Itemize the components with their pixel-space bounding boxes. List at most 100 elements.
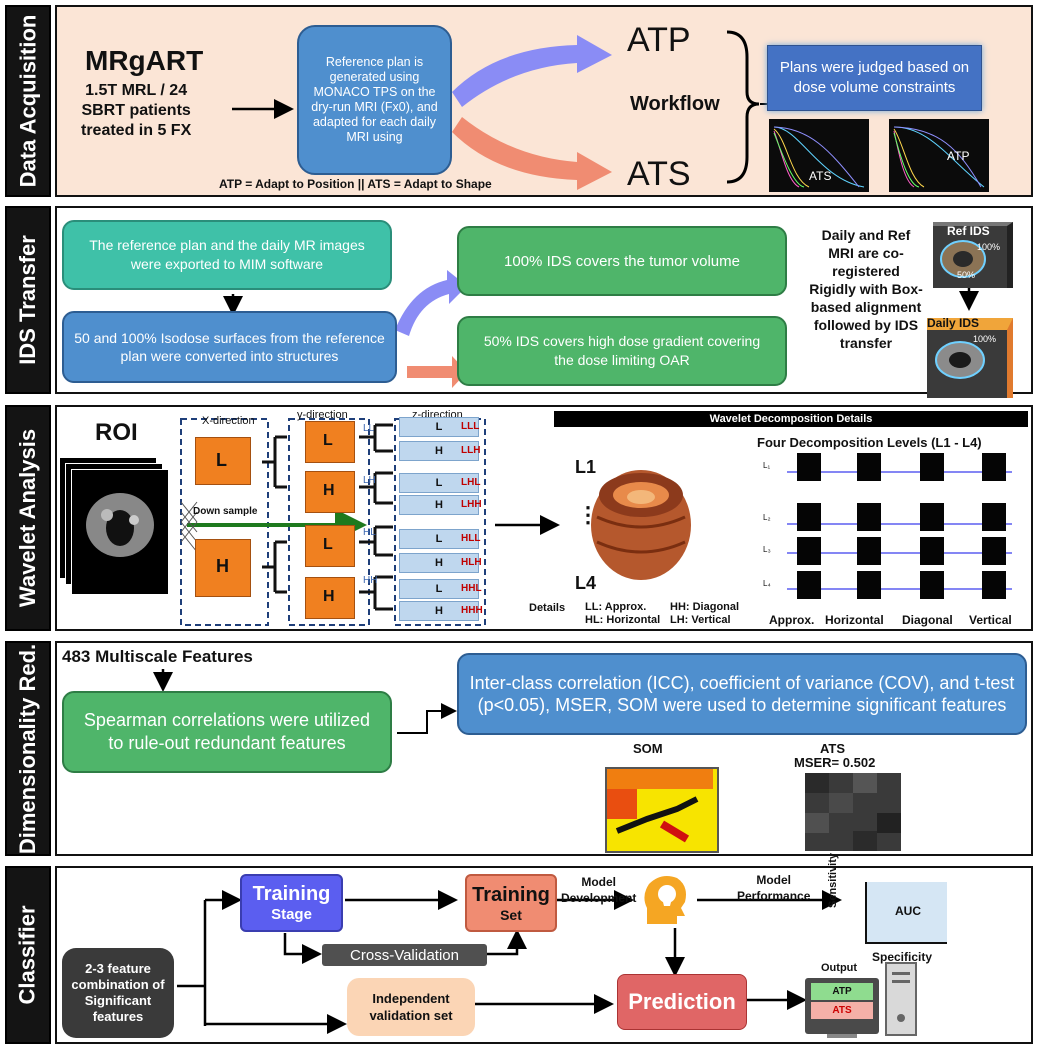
details-label: Details — [529, 602, 566, 614]
mser-value: MSER= 0.502 — [794, 755, 876, 770]
detail-lh: LH: Vertical — [670, 614, 731, 626]
down-sample-label: Down sample — [193, 506, 258, 517]
model-performance-label: Model Performance — [737, 873, 811, 903]
cube-y-HH: H — [305, 577, 355, 619]
daily-100-label: 100% — [973, 334, 997, 344]
pc-tower-icon — [885, 962, 917, 1036]
prediction-box: Prediction — [617, 974, 747, 1030]
cube-y-HL: L — [305, 525, 355, 567]
decomposition-grid: L₁ L₂ L₃ L₄ — [757, 453, 1027, 611]
output-ats: ATS — [811, 1002, 873, 1019]
ats-mser-label: ATS — [820, 741, 846, 756]
dvh-plot-ats: ATS — [769, 119, 869, 192]
panel-ids-transfer: The reference plan and the daily MR imag… — [55, 206, 1033, 398]
x-direction-label: X-direction — [202, 415, 255, 427]
detail-ll: LL: Approx. — [585, 601, 647, 613]
output-atp: ATP — [811, 983, 873, 1000]
cover-50-box: 50% IDS covers high dose gradient coveri… — [457, 316, 787, 386]
panel-data-acquisition: MRgART 1.5T MRL / 24 SBRT patients treat… — [55, 5, 1033, 197]
y-direction-label: y-direction — [297, 409, 348, 421]
tumor-3d-render — [591, 470, 691, 580]
panel-classifier: 2-3 feature combination of Significant f… — [55, 853, 1033, 1044]
spearman-box: Spearman correlations were utilized to r… — [62, 691, 392, 773]
roi-image-stack — [59, 457, 171, 595]
independent-validation-box: Independent validation set — [347, 978, 475, 1036]
section-label: Data Acquisition — [15, 14, 41, 188]
bar-HHL: L — [399, 579, 479, 599]
feature-combo-box: 2-3 feature combination of Significant f… — [62, 948, 174, 1038]
band-HL: HL — [363, 527, 376, 538]
roc-plot: AUC — [857, 882, 947, 946]
output-label: Output — [821, 962, 858, 974]
dvh-label-atp: ATP — [947, 149, 970, 163]
band-HH: HH — [363, 575, 378, 586]
workflow-label: Workflow — [630, 93, 720, 115]
som-map — [605, 767, 719, 853]
grid-label-approx: Approx. — [769, 613, 815, 627]
ref-ids-cube: Ref IDS 100% 50% — [933, 222, 1013, 288]
atp-label: ATP — [627, 21, 691, 59]
classifier-arrows — [177, 890, 842, 1034]
bar-HHH: H — [399, 601, 479, 621]
band-label-LHL: LHL — [461, 477, 481, 488]
daily-ids-label: Daily IDS — [927, 316, 980, 330]
sidebar-data-acquisition: Data Acquisition — [5, 5, 51, 197]
monitor-stand — [827, 1034, 857, 1038]
band-label-HHL: HHL — [461, 583, 482, 594]
bar-LLH: H — [399, 441, 479, 461]
wavelet-header: Wavelet Decomposition Details — [554, 411, 1028, 427]
acq-legend: ATP = Adapt to Position || ATS = Adapt t… — [219, 177, 492, 191]
daily-ids-cube: 100% — [927, 318, 1013, 398]
sidebar-classifier: Classifier — [5, 866, 51, 1044]
bar-LHL: L — [399, 473, 479, 493]
mser-map — [805, 773, 901, 851]
cube-x-H: H — [195, 539, 251, 597]
band-LH: LH — [363, 475, 376, 486]
mrgart-subtitle: 1.5T MRL / 24 SBRT patients treated in 5… — [81, 82, 192, 139]
band-LL: LL — [363, 423, 375, 434]
cube-y-LL: L — [305, 421, 355, 463]
bar-LLL: L — [399, 417, 479, 437]
sidebar-ids-transfer: IDS Transfer — [5, 206, 51, 394]
specificity-label: Specificity — [872, 950, 933, 964]
coregister-text: Daily and Ref MRI are co-registered Rigi… — [809, 227, 923, 351]
cross-validation-box: Cross-Validation — [322, 944, 487, 966]
band-label-HLL: HLL — [461, 533, 481, 544]
bar-HLL: L — [399, 529, 479, 549]
section-label: Wavelet Analysis — [15, 428, 40, 608]
reference-plan-box: Reference plan is generated using MONACO… — [297, 25, 452, 175]
features-label: 483 Multiscale Features — [62, 647, 253, 666]
band-label-LHH: LHH — [461, 499, 482, 510]
model-development-label: Model Development — [561, 875, 637, 905]
mrgart-title: MRgART — [85, 45, 204, 76]
grid-label-horizontal: Horizontal — [825, 613, 884, 627]
sidebar-dimensionality: Dimensionality Red. — [5, 641, 51, 856]
som-label: SOM — [633, 741, 663, 756]
convert-box: 50 and 100% Isodose surfaces from the re… — [62, 311, 397, 383]
level-dots: ⋮ — [577, 502, 599, 527]
sidebar-wavelet-analysis: Wavelet Analysis — [5, 405, 51, 631]
panel-dimensionality: 483 Multiscale Features Spearman correla… — [55, 641, 1033, 856]
wavelet-structure — [180, 418, 1012, 626]
panel-wavelet: ROI — [55, 405, 1033, 631]
ref-ids-label: Ref IDS — [947, 224, 990, 238]
detail-hl: HL: Horizontal — [585, 614, 661, 626]
band-label-HLH: HLH — [461, 557, 482, 568]
level-l1-label: L1 — [575, 457, 597, 477]
level-l4-label: L4 — [575, 573, 597, 593]
band-label-LLL: LLL — [461, 421, 480, 432]
head-lightbulb-icon — [644, 876, 686, 924]
dvh-label-ats: ATS — [809, 169, 832, 183]
section-label: IDS Transfer — [15, 235, 41, 365]
monitor-icon: ATP ATS — [805, 978, 879, 1034]
cube-y-LH: H — [305, 471, 355, 513]
grid-label-vertical: Vertical — [969, 613, 1012, 627]
judged-box: Plans were judged based on dose volume c… — [767, 45, 982, 111]
bar-LHH: H — [399, 495, 479, 515]
cover-100-box: 100% IDS covers the tumor volume — [457, 226, 787, 296]
bar-HLH: H — [399, 553, 479, 573]
training-set-box: Training Set — [465, 874, 557, 932]
cube-x-L: L — [195, 437, 251, 485]
band-label-LLH: LLH — [461, 445, 481, 456]
dvh-plot-atp: ATP — [889, 119, 989, 192]
